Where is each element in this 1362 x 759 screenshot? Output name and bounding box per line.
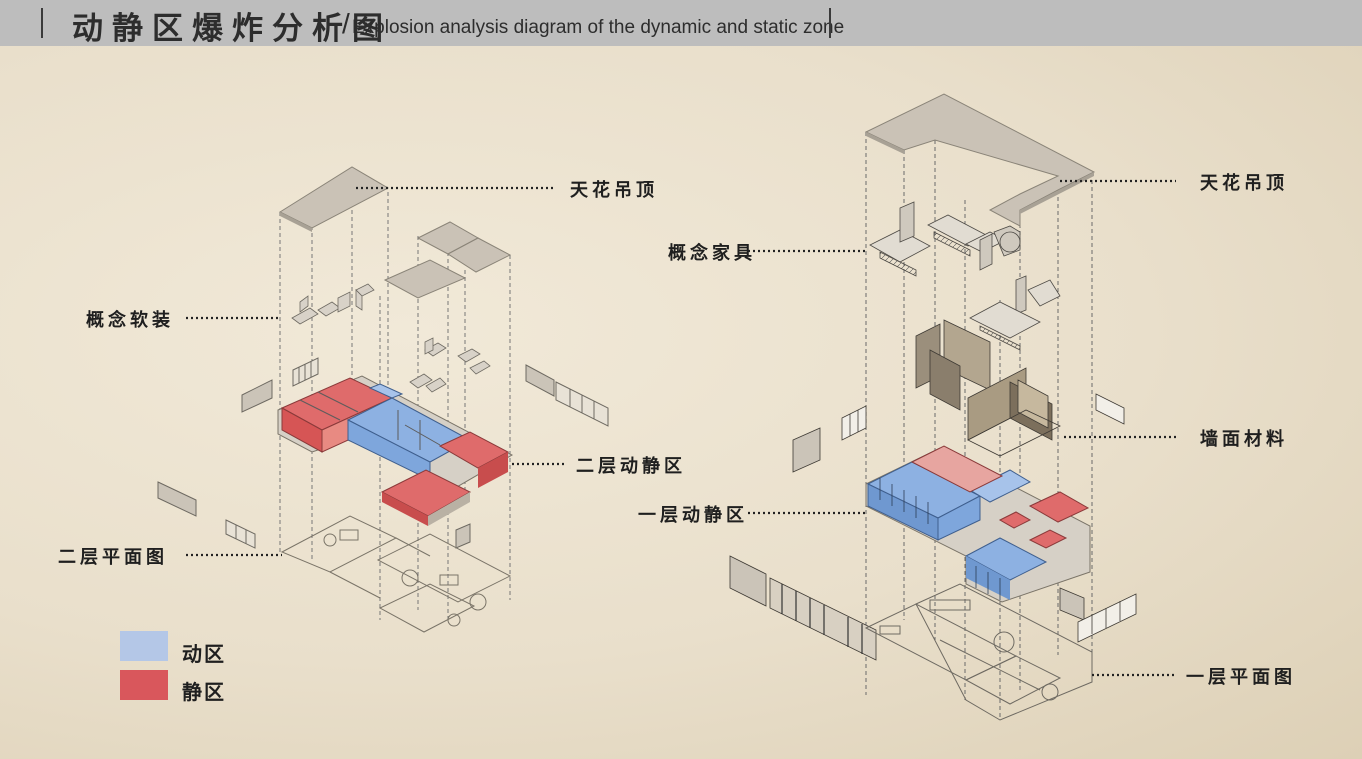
left-assembly	[157, 166, 609, 633]
right-ceiling-slab	[864, 93, 1096, 227]
label-right-ceiling: 天花吊顶	[1200, 173, 1288, 194]
legend-swatch-static	[120, 670, 168, 700]
paper-background	[0, 46, 1362, 759]
label-right-floor1-zones: 一层动静区	[638, 505, 748, 526]
label-left-floor2-zones: 二层动静区	[576, 456, 686, 477]
left-soft-decor	[291, 283, 491, 393]
label-right-floor1-plan: 一层平面图	[1186, 667, 1296, 688]
label-left-floor2-plan: 二层平面图	[58, 547, 168, 568]
title-separator: /	[342, 8, 350, 39]
left-leaders	[186, 186, 566, 557]
label-right-wall-material: 墙面材料	[1200, 429, 1288, 450]
right-furniture	[869, 201, 1061, 351]
legend-label-static: 静区	[182, 680, 226, 704]
header-divider-left	[41, 8, 43, 38]
page-title-cn: 动静区爆炸分析图	[72, 11, 392, 47]
right-assembly	[729, 93, 1176, 721]
label-right-furniture: 概念家具	[668, 243, 756, 264]
header-bar: 动静区爆炸分析图 / Explosion analysis diagram of…	[0, 0, 1362, 47]
right-floor1-plan	[864, 583, 1093, 721]
label-left-soft-decor: 概念软装	[86, 310, 174, 331]
right-floor1-zones	[865, 445, 1091, 603]
left-wall-panels	[157, 357, 609, 549]
page-title-en: Explosion analysis diagram of the dynami…	[352, 17, 845, 38]
left-floor2-plan	[280, 515, 512, 633]
header-divider-right	[829, 8, 831, 38]
right-wall-panels	[729, 319, 1137, 661]
left-ceiling-slabs	[278, 166, 512, 299]
legend-label-dynamic: 动区	[182, 642, 226, 666]
label-left-ceiling: 天花吊顶	[570, 180, 658, 201]
left-floor2-zones	[277, 375, 514, 526]
legend-swatch-dynamic	[120, 631, 168, 661]
right-leaders	[748, 179, 1176, 677]
